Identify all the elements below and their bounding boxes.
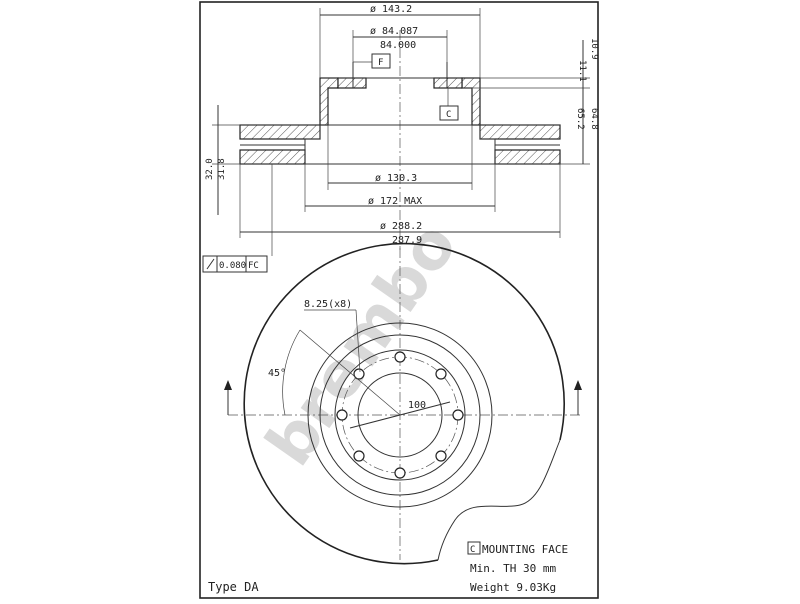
weight-label: Weight 9.03Kg xyxy=(470,581,556,594)
dim-288-max-label: ø 288.2 xyxy=(380,221,422,232)
hat-left-wall xyxy=(319,77,339,126)
hub-bore-circle xyxy=(357,372,443,458)
bolt-holes xyxy=(336,351,464,479)
dim-130-label: ø 130.3 xyxy=(375,173,417,184)
section-arrow-right-head xyxy=(574,380,582,390)
bolt-hole xyxy=(394,351,406,363)
dim-288-min-label: 287.9 xyxy=(392,235,422,246)
hat-mid-circle xyxy=(319,334,481,496)
page-frame xyxy=(199,1,599,599)
pcd-label: 100 xyxy=(408,400,426,411)
dim-32-label: 32.0 xyxy=(205,158,215,180)
hat-top-right xyxy=(433,77,463,89)
pcd-dimension-line xyxy=(349,401,451,429)
disc-cutaway-edge xyxy=(437,439,561,561)
hat-outer-circle xyxy=(307,322,493,508)
min-thickness-label: Min. TH 30 mm xyxy=(470,562,556,575)
hat-inner-circle xyxy=(334,349,466,481)
datum-f-box xyxy=(371,53,391,69)
runout-icon xyxy=(206,258,215,270)
dim-31-label: 31.8 xyxy=(217,158,227,180)
dim-65-label: 65.2 xyxy=(575,108,585,130)
bolt-hole xyxy=(435,368,447,380)
mounting-face-box xyxy=(467,541,481,555)
ring-left-outer xyxy=(239,124,321,140)
section-arrow-left-head xyxy=(224,380,232,390)
mounting-face-label: MOUNTING FACE xyxy=(482,543,568,556)
bolt-hole xyxy=(435,450,447,462)
dim-84-max-label: ø 84.087 xyxy=(370,26,418,37)
ring-left-inner xyxy=(239,149,306,165)
hole-callout-leader-2 xyxy=(355,309,361,373)
angle-label: 45° xyxy=(268,368,286,379)
mounting-face-box-label: C xyxy=(470,545,475,555)
dim-143-label: ø 143.2 xyxy=(370,4,412,15)
disc-outer-edge xyxy=(243,242,565,565)
hat-top-left xyxy=(337,77,367,89)
hat-right-wall xyxy=(461,77,481,126)
angle-ray xyxy=(299,329,401,416)
type-label: Type DA xyxy=(208,580,259,594)
datum-c-box xyxy=(439,105,459,121)
dim-84-min-label: 84.000 xyxy=(380,40,416,51)
bolt-hole xyxy=(353,450,365,462)
cross-section-view: ø 143.2 ø 84.087 84.000 F C 11.1 10.9 65… xyxy=(202,4,599,273)
angle-arc xyxy=(282,329,301,416)
dim-172-label: ø 172 MAX xyxy=(368,196,422,207)
dim-10-label: 10.9 xyxy=(589,38,599,60)
bolt-hole xyxy=(336,409,348,421)
datum-f-label: F xyxy=(378,58,383,68)
notes-block: C MOUNTING FACE Min. TH 30 mm Weight 9.0… xyxy=(208,541,568,594)
bolt-hole xyxy=(452,409,464,421)
hole-callout-label: 8.25(x8) xyxy=(304,299,352,310)
ring-right-outer xyxy=(479,124,561,140)
tolerance-ref: FC xyxy=(248,261,259,271)
dim-64-label: 64.8 xyxy=(589,108,599,130)
dim-11-label: 11.1 xyxy=(577,60,587,82)
flange-inner xyxy=(304,125,496,164)
bolt-hole xyxy=(394,467,406,479)
front-view: 8.25(x8) 45° 100 xyxy=(224,242,582,565)
ring-right-inner xyxy=(494,149,561,165)
tolerance-frame xyxy=(202,255,268,273)
datum-c-label: C xyxy=(446,110,451,120)
tolerance-value: 0.080 xyxy=(219,261,246,271)
bolt-hole xyxy=(353,368,365,380)
